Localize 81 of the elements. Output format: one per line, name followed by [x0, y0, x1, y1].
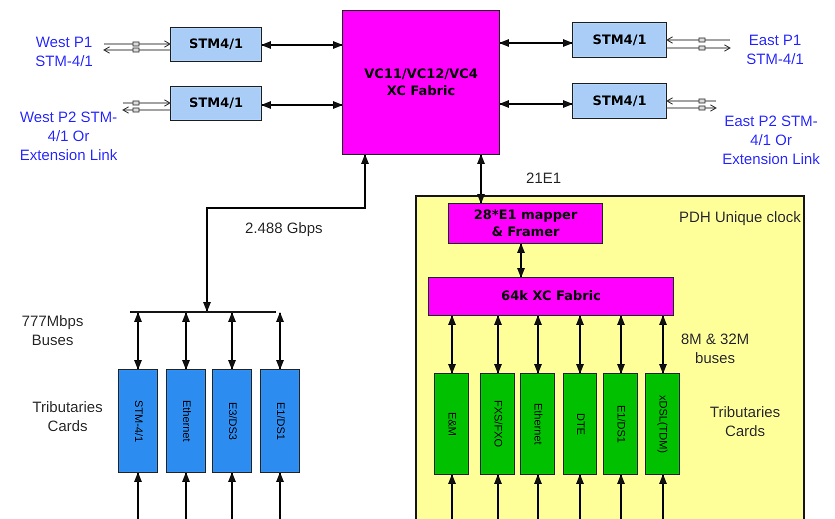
arrow — [494, 474, 502, 519]
subsystem-panel — [415, 195, 805, 519]
box-label: DTE — [574, 413, 586, 435]
box-label: E3/DS3 — [226, 402, 238, 440]
tributary-card — [520, 373, 555, 475]
arrow — [576, 474, 584, 519]
signal-arrow — [666, 104, 716, 112]
arrow — [448, 474, 456, 519]
arrow — [576, 315, 584, 374]
note-label: 8M & 32M buses — [680, 330, 750, 368]
tributary-card — [603, 373, 638, 475]
arrow — [182, 472, 190, 519]
port-label: East P2 STM-4/1 Or Extension Link — [721, 112, 821, 168]
port-label: West P2 STM-4/1 Or Extension Link — [18, 108, 118, 164]
arrow — [261, 41, 343, 49]
interface-box — [170, 27, 262, 62]
arrow — [448, 315, 456, 374]
interface-box — [170, 86, 262, 121]
interface-box — [572, 22, 667, 58]
arrow — [276, 472, 284, 519]
note-label: Tributaries Cards — [708, 403, 782, 441]
arrow — [494, 315, 502, 374]
arrow — [617, 474, 625, 519]
bus-line — [130, 311, 276, 313]
arrow — [534, 315, 542, 374]
signal-arrow — [666, 36, 730, 44]
arrow — [517, 243, 525, 278]
arrow — [228, 472, 236, 519]
box-label: STM4/1 — [592, 32, 646, 48]
fabric-box — [342, 10, 500, 155]
box-label: STM-4/1 — [132, 400, 144, 442]
tributary-card — [166, 369, 206, 473]
arrow — [659, 474, 667, 519]
arrow — [203, 154, 369, 312]
port-label: West P1 STM-4/1 — [34, 33, 94, 71]
box-label: E1/DS1 — [274, 402, 286, 440]
tributary-card — [563, 373, 597, 475]
box-label: STM4/1 — [592, 94, 646, 108]
fabric-box — [428, 277, 674, 316]
note-label: Tributaries Cards — [31, 398, 104, 436]
box-label: Ethernet — [532, 403, 544, 445]
signal-arrow — [666, 97, 716, 105]
arrow — [276, 312, 284, 370]
arrow — [659, 315, 667, 374]
panel-note: PDH Unique clock — [679, 209, 801, 226]
box-label: STM4/1 — [188, 96, 243, 111]
box-label: VC11/VC12/VC4 XC Fabric — [363, 66, 479, 100]
signal-arrow — [666, 44, 730, 52]
box-label: Ethernet — [180, 400, 192, 442]
box-label: 28*E1 mapper & Framer — [472, 206, 578, 240]
arrow — [134, 472, 142, 519]
arrow — [617, 315, 625, 374]
arrow — [499, 39, 573, 47]
arrow — [261, 101, 343, 109]
tributary-card — [434, 373, 469, 475]
edge-label: 2.488 Gbps — [243, 220, 325, 237]
arrow — [228, 312, 236, 370]
signal-arrow — [104, 46, 170, 54]
tributary-card — [118, 369, 158, 473]
box-label: FXS/FXO — [492, 400, 504, 448]
bus-label: 777Mbps Buses — [20, 312, 84, 350]
tributary-card — [645, 373, 680, 475]
tributary-card — [480, 373, 515, 475]
signal-arrow — [122, 106, 170, 114]
box-label: E&M — [446, 412, 458, 436]
box-label: E1/DS1 — [614, 405, 626, 443]
tributary-card — [260, 369, 300, 473]
box-label: STM4/1 — [188, 37, 243, 52]
mapper-box — [448, 203, 603, 244]
tributary-card — [212, 369, 252, 473]
arrow — [534, 474, 542, 519]
interface-box — [572, 83, 667, 119]
arrow — [477, 154, 485, 204]
signal-arrow — [122, 99, 170, 107]
signal-arrow — [104, 40, 170, 48]
box-label: 64k XC Fabric — [501, 288, 601, 305]
arrow — [499, 100, 573, 108]
port-label: East P1 STM-4/1 — [745, 31, 805, 69]
arrow — [182, 312, 190, 370]
box-label: xDSL(TDM) — [656, 394, 668, 454]
arrow — [134, 312, 142, 370]
